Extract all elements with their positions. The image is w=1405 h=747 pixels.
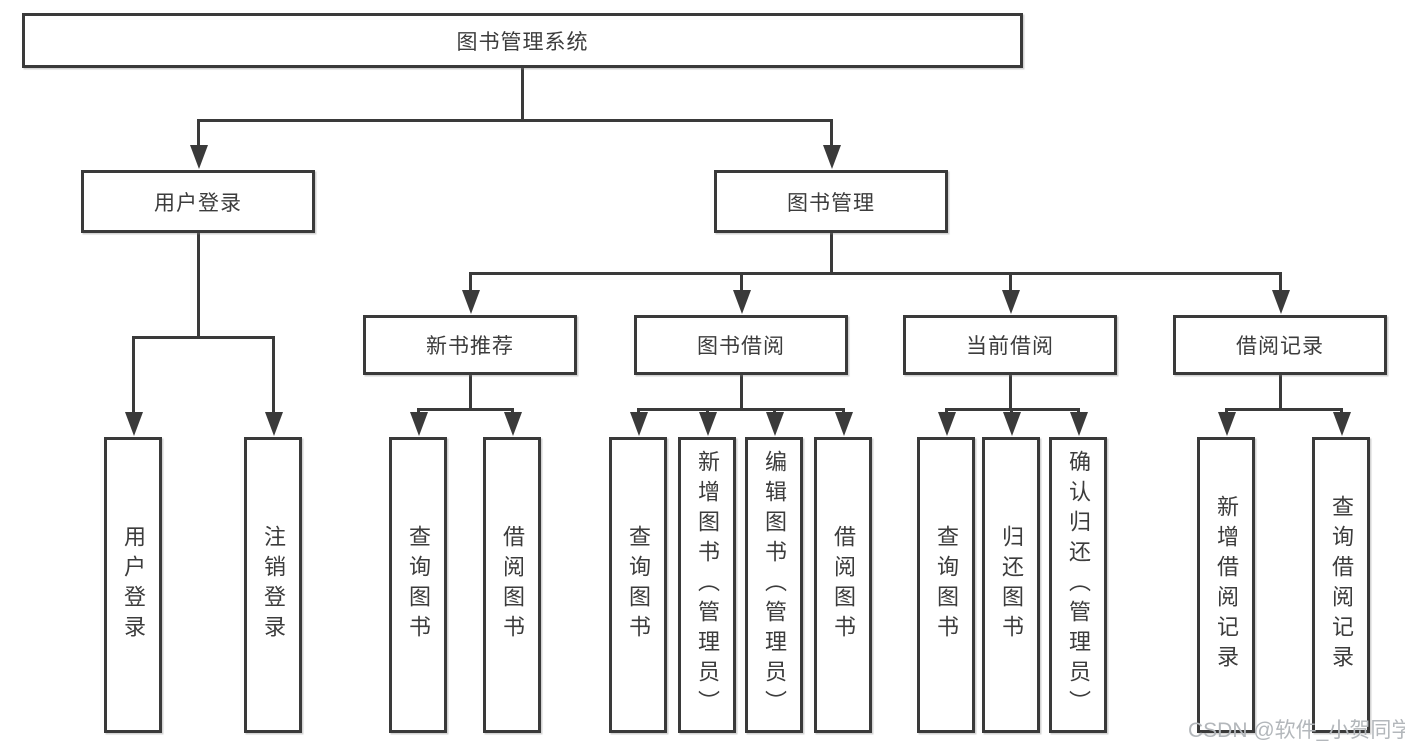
arrow-down-icon: [197, 119, 200, 146]
connector-new-books-branch: [417, 408, 514, 411]
leaf-label: 查询图书: [626, 525, 651, 645]
arrow-down-icon: [132, 336, 135, 413]
arrow-down-icon: [1077, 408, 1080, 413]
arrow-down-icon: [1279, 272, 1282, 291]
node-new-book-recommend: 新书推荐: [363, 315, 577, 375]
leaf-label: 查询图书: [934, 525, 959, 645]
connector-book-borrow-stub: [740, 375, 743, 411]
leaf-query-books-borrow: 查询图书: [609, 437, 667, 733]
arrow-down-icon: [842, 408, 845, 413]
arrow-down-icon: [637, 408, 640, 413]
leaf-label: 借阅图书: [831, 525, 856, 645]
arrow-down-icon: [511, 408, 514, 413]
arrow-down-icon: [417, 408, 420, 413]
leaf-user-login: 用户登录: [104, 437, 162, 733]
connector-current-borrow-stub: [1009, 375, 1012, 411]
leaf-label: 新增图书（管理员）: [695, 450, 720, 720]
csdn-watermark: CSDN @软件_小贺同学: [1188, 719, 1405, 742]
connector-user-login-branch: [132, 336, 275, 339]
leaf-label: 借阅图书: [500, 525, 525, 645]
arrow-down-icon: [1225, 408, 1228, 413]
leaf-return-book: 归还图书: [982, 437, 1040, 733]
leaf-label: 用户登录: [121, 525, 146, 645]
arrow-down-icon: [830, 119, 833, 146]
leaf-label: 新增借阅记录: [1214, 495, 1239, 675]
connector-borrow-records-branch: [1225, 408, 1343, 411]
arrow-down-icon: [706, 408, 709, 413]
leaf-borrow-books-newbooks: 借阅图书: [483, 437, 541, 733]
leaf-label: 查询借阅记录: [1329, 495, 1354, 675]
node-book-borrow: 图书借阅: [634, 315, 848, 375]
node-user-login: 用户登录: [81, 170, 315, 233]
leaf-borrow-books: 借阅图书: [814, 437, 872, 733]
connector-book-mgmt-stub: [830, 233, 833, 275]
connector-root-stub: [521, 66, 524, 122]
connector-level2-branch: [197, 119, 833, 122]
leaf-logout: 注销登录: [244, 437, 302, 733]
leaf-edit-book-admin: 编辑图书（管理员）: [745, 437, 803, 733]
leaf-confirm-return-admin: 确认归还（管理员）: [1049, 437, 1107, 733]
connector-book-borrow-branch: [637, 408, 845, 411]
leaf-add-borrow-record: 新增借阅记录: [1197, 437, 1255, 733]
leaf-label: 查询图书: [406, 525, 431, 645]
leaf-query-books-newbooks: 查询图书: [389, 437, 447, 733]
node-book-management: 图书管理: [714, 170, 948, 233]
node-borrow-records: 借阅记录: [1173, 315, 1387, 375]
leaf-label: 确认归还（管理员）: [1066, 450, 1091, 720]
connector-level3-branch: [469, 272, 1282, 275]
connector-borrow-records-stub: [1279, 375, 1282, 411]
leaf-label: 注销登录: [261, 525, 286, 645]
arrow-down-icon: [945, 408, 948, 413]
connector-user-login-stub: [197, 233, 200, 339]
arrow-down-icon: [740, 272, 743, 291]
leaf-label: 编辑图书（管理员）: [762, 450, 787, 720]
arrow-down-icon: [272, 336, 275, 413]
leaf-query-borrow-record: 查询借阅记录: [1312, 437, 1370, 733]
connector-new-books-stub: [469, 375, 472, 411]
arrow-down-icon: [469, 272, 472, 291]
arrow-down-icon: [773, 408, 776, 413]
leaf-add-book-admin: 新增图书（管理员）: [678, 437, 736, 733]
node-library-system: 图书管理系统: [22, 13, 1023, 68]
arrow-down-icon: [1340, 408, 1343, 413]
arrow-down-icon: [1010, 408, 1013, 413]
leaf-label: 归还图书: [999, 525, 1024, 645]
node-current-borrow: 当前借阅: [903, 315, 1117, 375]
leaf-query-books-current: 查询图书: [917, 437, 975, 733]
arrow-down-icon: [1009, 272, 1012, 291]
